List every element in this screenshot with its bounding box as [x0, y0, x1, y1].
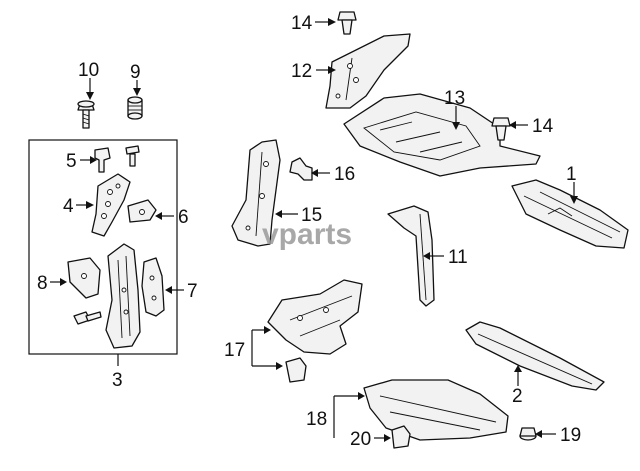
arrow-20 — [384, 434, 391, 442]
arrow-12 — [328, 66, 336, 74]
arrow-8 — [60, 278, 67, 286]
part-11-support — [387, 205, 435, 307]
arrow-4 — [86, 201, 94, 209]
callout-13: 13 — [444, 88, 465, 109]
part-17-clip — [285, 357, 307, 383]
part-3-brace — [105, 243, 141, 349]
arrow-1 — [570, 196, 578, 204]
part-19-clip — [519, 427, 537, 441]
part-12-bracket — [325, 33, 411, 109]
subassembly-frame — [28, 139, 178, 355]
callout-19: 19 — [560, 425, 581, 446]
arrow-11 — [423, 252, 430, 260]
arrow-2 — [514, 365, 522, 372]
callout-6: 6 — [178, 207, 189, 228]
watermark-text: vparts — [262, 218, 352, 251]
callout-5: 5 — [66, 151, 77, 172]
callout-18: 18 — [306, 409, 327, 430]
arrow-6 — [155, 212, 162, 220]
callout-3: 3 — [112, 370, 123, 391]
part-20-clip — [391, 425, 411, 449]
callout-10: 10 — [78, 60, 99, 81]
arrow-17-top — [264, 326, 271, 334]
part-15-bracket — [231, 139, 281, 247]
callout-17: 17 — [224, 340, 245, 361]
part-2-member — [465, 321, 605, 391]
part-7-bracket — [141, 257, 165, 317]
arrow-19 — [535, 430, 542, 438]
part-13-cover — [343, 93, 541, 177]
arrow-17-bottom — [276, 362, 283, 370]
callout-8: 8 — [37, 273, 48, 294]
part-16-clip — [289, 157, 313, 181]
arrow-16 — [311, 169, 318, 177]
arrow-10 — [86, 92, 94, 100]
arrow-5 — [90, 156, 97, 164]
part-6-plate — [127, 199, 157, 223]
arrow-15 — [275, 210, 282, 218]
arrow-7 — [165, 286, 172, 294]
arrow-14a — [328, 18, 336, 26]
callout-9: 9 — [130, 62, 141, 83]
callout-15: 15 — [301, 205, 322, 226]
part-4-bracket — [91, 173, 131, 237]
callout-20: 20 — [350, 429, 371, 450]
callout-2: 2 — [512, 386, 523, 407]
callout-7: 7 — [187, 281, 198, 302]
part-5-clip — [94, 145, 140, 173]
callout-12: 12 — [291, 61, 312, 82]
callout-1: 1 — [566, 164, 577, 185]
arrow-13 — [452, 122, 460, 130]
callout-14-right: 14 — [532, 116, 554, 137]
callout-16: 16 — [334, 164, 355, 185]
callout-4: 4 — [63, 196, 74, 217]
part-1-support — [511, 179, 629, 249]
arrow-18 — [358, 392, 365, 400]
callout-11: 11 — [448, 247, 468, 268]
part-8-bracket — [67, 257, 101, 299]
part-9-nut — [127, 96, 143, 120]
part-18-shield — [363, 379, 509, 441]
callout-14-top: 14 — [291, 13, 313, 34]
part-14-clip-right — [491, 117, 511, 141]
part-14-clip-top — [337, 11, 357, 35]
arrow-14b — [509, 121, 516, 129]
arrow-9 — [133, 88, 141, 96]
part-10-bolt — [77, 100, 95, 129]
part-17-bracket — [267, 279, 363, 355]
frame-bolt — [73, 311, 102, 325]
